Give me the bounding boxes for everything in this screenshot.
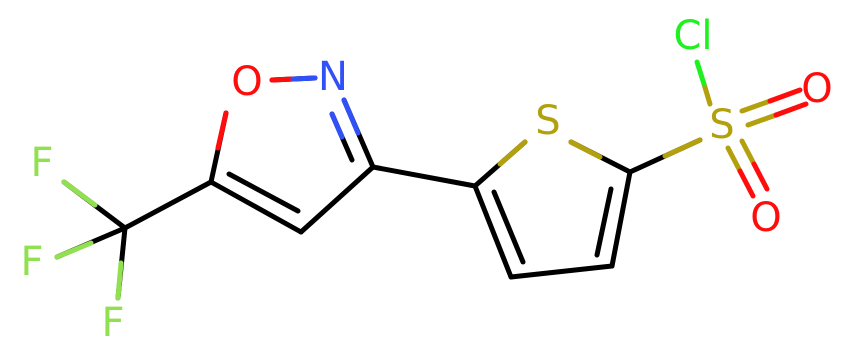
bond-n-part-2 (341, 97, 361, 136)
bond-o2-red-b (751, 161, 770, 192)
bond-o-part-2 (269, 76, 296, 83)
bond-t5-t4 (609, 169, 633, 269)
atom-n-ring: N (318, 54, 348, 100)
bond-c3-c4 (298, 164, 376, 235)
bond-f3-green (115, 260, 124, 301)
bond-o1-red (767, 87, 803, 104)
bond-f2-green (54, 240, 94, 260)
bond-cf3-c5 (122, 179, 214, 231)
bond-c4-c5 (208, 179, 304, 235)
atom-cl: Cl (673, 13, 712, 59)
bond-ss-to-o1-yellow-b (745, 112, 779, 128)
atom-o-sulfonyl-2: O (750, 195, 781, 241)
bond-n-part-1 (290, 75, 318, 82)
bond-ss-to-o2-yellow (725, 145, 743, 174)
bond-ss-part-1 (662, 137, 703, 159)
bond-ts-part-1 (497, 139, 528, 167)
atom-f3: F (101, 300, 124, 346)
atom-o-ring: O (231, 59, 262, 105)
atom-s-sulfonyl: S (709, 102, 734, 148)
bond-t3-t2 (472, 183, 514, 280)
bond-ts-part-2 (568, 139, 603, 160)
bond-ss-to-o2-yellow-b (739, 138, 757, 167)
bond-o2-red (737, 168, 756, 199)
bond-n-part-3 (329, 111, 345, 140)
bond-o1-red-b (773, 101, 809, 118)
bond-ss-to-cl-yellow (701, 81, 713, 107)
bond-t3-t2-inner (491, 189, 526, 265)
bond-f1-green (61, 179, 98, 208)
atom-s-thiophene: S (535, 98, 560, 144)
atom-o-sulfonyl-1: O (801, 66, 832, 112)
bond-o-part-1 (215, 110, 229, 151)
bond-t4-t3 (508, 263, 615, 280)
bond-isoxazole-thiophene (370, 164, 478, 189)
atom-f1: F (30, 140, 53, 186)
bond-t5-t4-inner (594, 186, 614, 258)
bond-ss-to-o1-yellow (739, 98, 773, 114)
atom-f2: F (20, 239, 43, 285)
bond-cl-green (694, 59, 707, 87)
bond-c4-c5-inner (226, 171, 301, 214)
